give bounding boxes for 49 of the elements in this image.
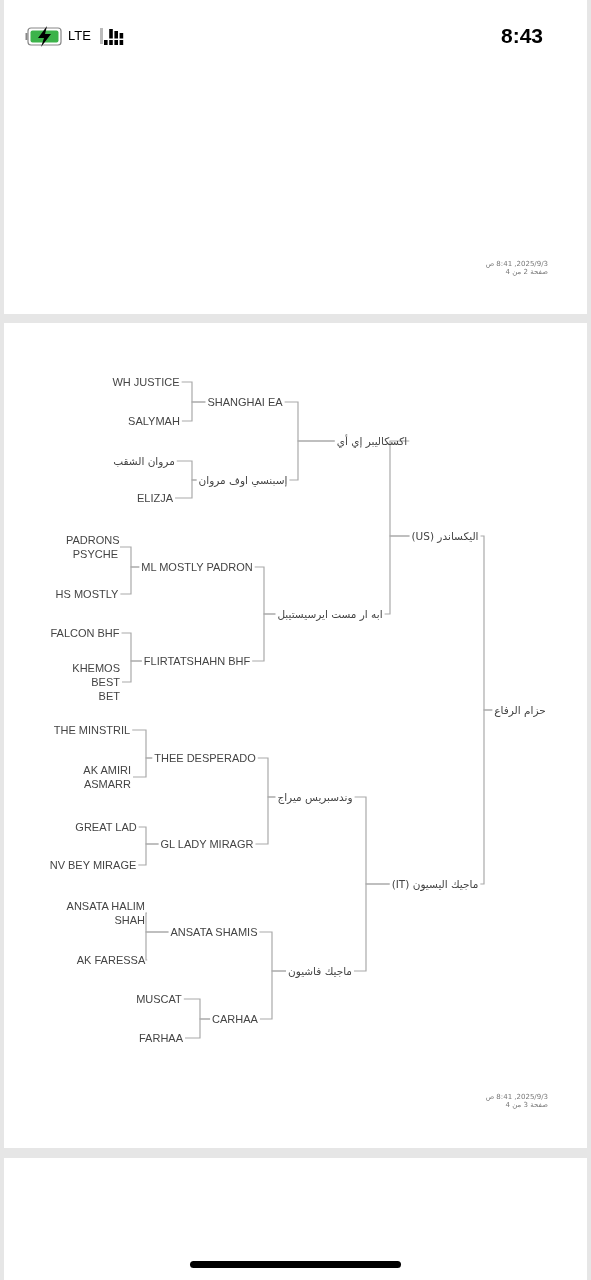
horse-name: FARHAA [137,1030,185,1046]
horse-name: MUSCAT [134,991,184,1007]
horse-name: حزام الرفاع [492,702,548,718]
pedigree-connector [145,931,170,961]
horse-name: KHEMOS BEST BET [66,660,122,704]
pedigree-connector [353,883,391,972]
pedigree-connector [389,440,411,537]
pedigree-connector [479,709,493,885]
horse-name: ماجيك فاشيون [286,963,354,979]
horse-name: AK AMIRI ASMARR [77,762,133,792]
horse-name: SALYMAH [126,413,182,429]
horse-name: اليكساندر (US) [409,528,481,544]
horse-name: اكسكاليبر إي أي [334,433,410,449]
pedigree-connector [251,613,276,662]
horse-name: ابه ار مست ايرسيستيبل [275,606,385,622]
pedigree-connector [184,1018,211,1039]
horse-name: ANSATA SHAMIS [168,924,260,940]
horse-name: ELIZJA [134,490,176,506]
horse-name: FLIRTATSHAHN BHF [141,653,253,669]
horse-name: HS MOSTLY [53,586,121,602]
pedigree-connector [119,566,140,595]
pedigree-connector [181,401,206,422]
status-text: LTE [68,29,91,43]
pedigree-connector [137,843,160,866]
horse-name: AK FARESSA [74,952,148,968]
horse-name: FALCON BHF [48,625,122,641]
horse-name: CARHAA [210,1011,260,1027]
horse-name: مروان الشقب [111,453,177,469]
pedigree-connector [384,535,411,615]
pedigree-connector [259,970,287,1020]
horse-name: GL LADY MIRAGR [158,836,256,852]
horse-name: ML MOSTLY PADRON [139,559,255,575]
pedigree-connector [254,796,276,845]
horse-name: وندسبريس ميراج [275,789,355,805]
horse-name: ANSATA HALIM SHAH [63,898,147,928]
pedigree-connector [174,479,198,499]
horse-name: PADRONS PSYCHE [64,532,120,562]
horse-name: WH JUSTICE [110,374,182,390]
pedigree-connector [132,757,153,778]
horse-name: إسبنسي اوف مروان [196,472,290,488]
horse-name: THE MINSTRIL [51,722,133,738]
status-text: 8:43 [500,25,543,47]
horse-name: NV BEY MIRAGE [47,857,139,873]
pedigree-connector [288,440,336,481]
horse-name: GREAT LAD [73,819,139,835]
horse-name: SHANGHAI EA [205,394,285,410]
horse-name: ماجيك اليسيون (IT) [389,876,481,892]
horse-name: THEE DESPERADO [152,750,258,766]
pedigree-connector [121,660,143,683]
